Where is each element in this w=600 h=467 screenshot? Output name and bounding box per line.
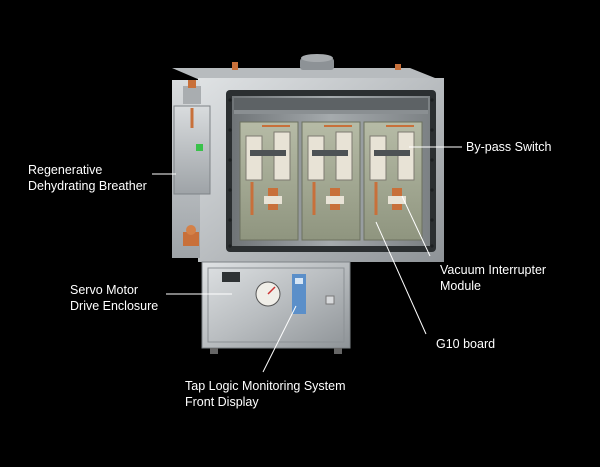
leader-taplogic xyxy=(262,305,297,373)
label-bypass-switch: By-pass Switch xyxy=(466,140,552,154)
label-tap-logic: Tap Logic Monitoring System Front Displa… xyxy=(185,379,346,409)
label-servo-motor: Servo Motor Drive Enclosure xyxy=(70,283,159,313)
label-g10-board: G10 board xyxy=(436,337,496,351)
g10-boards xyxy=(239,121,423,241)
label-breather: Regenerative Dehydrating Breather xyxy=(28,163,147,193)
label-vacuum-interrupter: Vacuum Interrupter Module xyxy=(440,263,547,293)
drain-valve xyxy=(183,225,199,246)
leader-lines xyxy=(152,146,462,373)
switch-modules xyxy=(245,125,415,215)
leader-vacuum xyxy=(401,195,431,257)
leader-g10 xyxy=(375,221,427,335)
breather-unit xyxy=(173,80,211,195)
servo-enclosure xyxy=(201,261,351,354)
tank-lid xyxy=(172,54,440,80)
